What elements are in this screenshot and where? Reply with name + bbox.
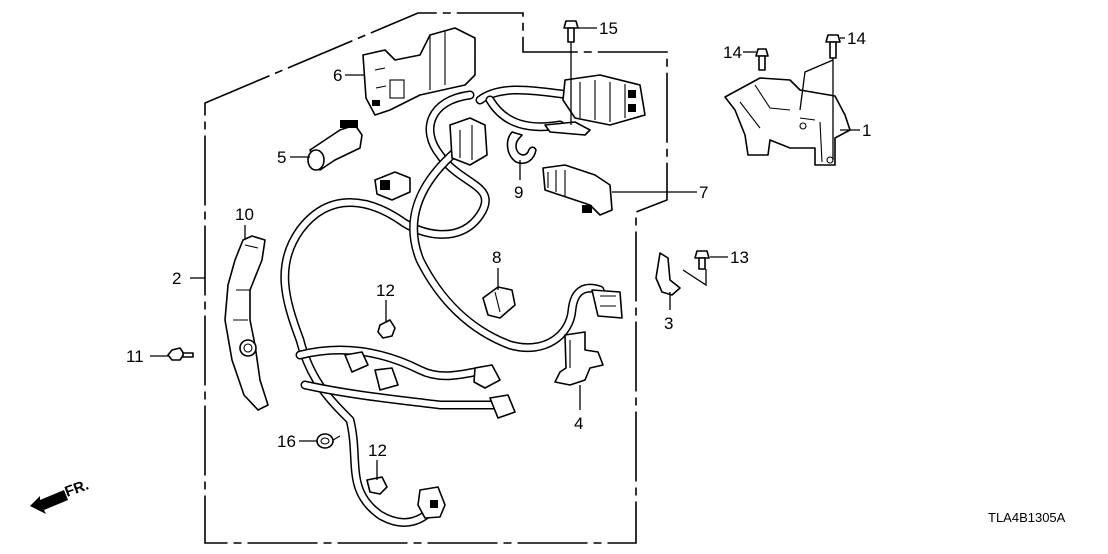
callout-10: 10 (235, 205, 254, 224)
harness-connector-right (591, 289, 623, 319)
front-label: FR. (63, 477, 92, 501)
callout-6: 6 (333, 66, 342, 85)
callout-7: 7 (699, 183, 708, 202)
callout-13: 13 (730, 248, 749, 267)
callout-3: 3 (664, 314, 673, 333)
part-3-ground-clip (655, 252, 681, 296)
callout-11: 11 (126, 347, 144, 366)
part-13-bolt (694, 250, 710, 270)
part-5-connector (307, 120, 363, 171)
wire-top-branch (475, 85, 575, 132)
part-1-bracket (724, 77, 851, 166)
callout-12-upper: 12 (376, 281, 395, 300)
inline-connector (449, 117, 488, 166)
harness-connector-lower-2 (473, 364, 516, 419)
callout-9: 9 (514, 183, 523, 202)
part-15-bolt (563, 20, 579, 43)
part-4-clip-holder (554, 331, 604, 386)
wire-main-loop (280, 90, 490, 527)
part-12-clip-upper (377, 319, 396, 339)
part-11-flange-bolt (167, 347, 194, 361)
callout-4: 4 (574, 414, 583, 433)
part-8-grommet (482, 286, 516, 319)
harness-connector-lower-1 (344, 351, 399, 391)
part-9-band-clip (506, 131, 537, 165)
part-12-clip-lower (366, 476, 388, 495)
assembly-group-border (204, 12, 668, 544)
diagram-code: TLA4B1305A (988, 510, 1066, 525)
callout-labels: 1 2 3 4 5 6 7 8 9 10 11 12 12 13 14 14 1… (126, 19, 871, 460)
part-7-harness-cover (542, 164, 613, 216)
callout-16: 16 (277, 432, 296, 451)
part-14-bolt-left (755, 48, 769, 71)
front-direction-indicator: FR. (30, 477, 91, 514)
part-10-harness-protector (224, 235, 269, 411)
front-arrow-icon (30, 490, 68, 514)
callout-1: 1 (862, 121, 871, 140)
callout-14-left: 14 (723, 43, 742, 62)
wire-lower-branches (295, 345, 505, 410)
callout-15: 15 (599, 19, 618, 38)
main-connector (544, 74, 646, 136)
harness-connector-bottom (417, 486, 446, 519)
callout-5: 5 (277, 148, 286, 167)
callout-8: 8 (492, 248, 501, 267)
callout-2: 2 (172, 269, 181, 288)
wire-harness (280, 85, 605, 527)
part-6-junction-box (362, 27, 476, 116)
callout-14-right: 14 (847, 29, 866, 48)
part-16-clamp (316, 433, 341, 449)
callout-12-lower: 12 (368, 441, 387, 460)
harness-connector-upper (374, 171, 411, 201)
leader-lines (150, 27, 860, 480)
part-14-bolt-right (825, 34, 841, 59)
wire-right-loop (409, 135, 605, 353)
